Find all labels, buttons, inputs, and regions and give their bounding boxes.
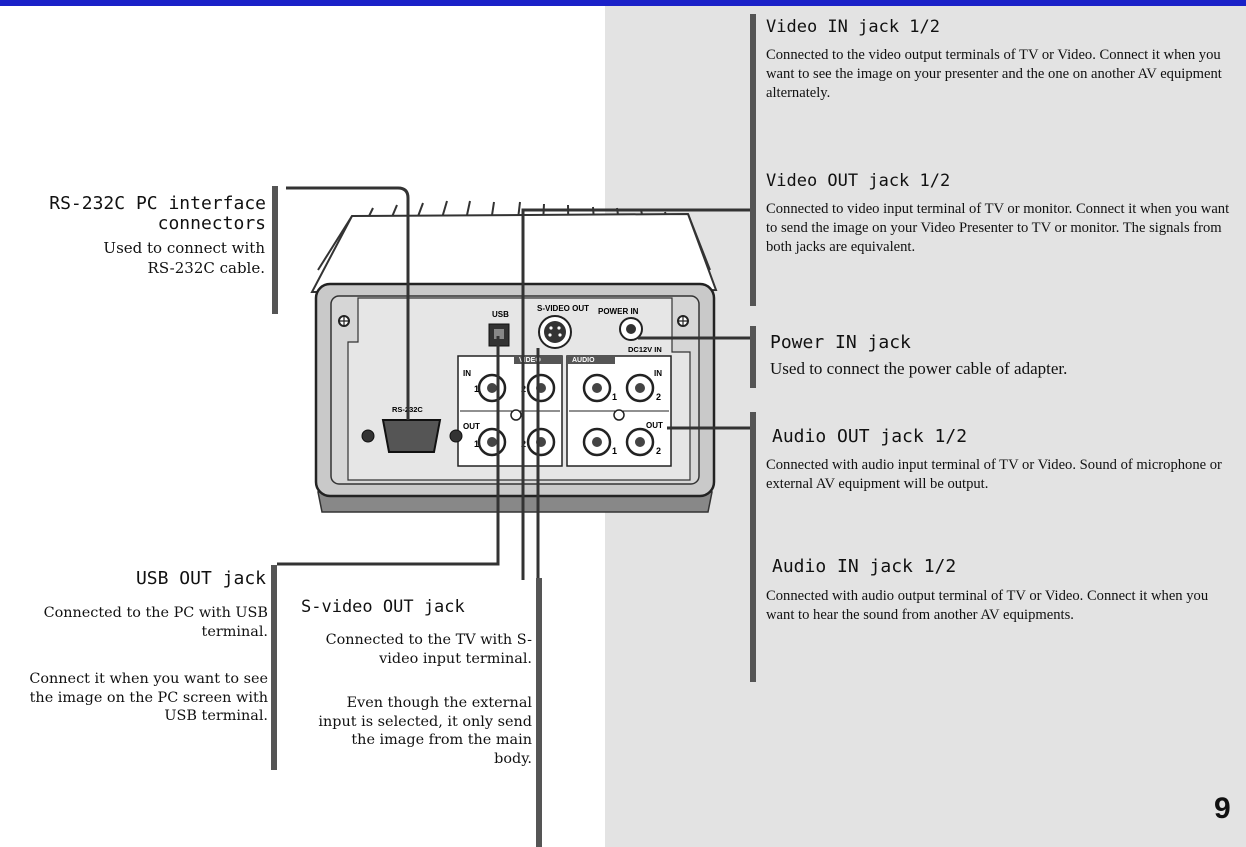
- svideo-description-1: Connected to the TV with S-video input t…: [325, 632, 532, 667]
- svideo-description-2: Even though the external input is select…: [318, 695, 532, 767]
- video-out-description: Connected to video input terminal of TV …: [766, 201, 1230, 255]
- rs232-leader-line: [286, 186, 410, 420]
- svg-text:OUT: OUT: [646, 421, 663, 430]
- audio-in-heading: Audio IN jack 1/2: [772, 556, 957, 577]
- svideo-heading: S-video OUT jack: [301, 597, 465, 617]
- audio-in-description: Connected with audio output terminal of …: [766, 588, 1209, 623]
- rs232-description: Used to connect with RS-232C cable.: [103, 239, 265, 277]
- video-callout-bar: [750, 14, 756, 306]
- power-callout-bar: [750, 326, 756, 388]
- svg-text:2: 2: [656, 446, 661, 456]
- usb-description-1: Connected to the PC with USB terminal.: [43, 605, 268, 640]
- svg-text:VIDEO: VIDEO: [519, 357, 541, 364]
- power-port-label: POWER IN: [598, 307, 639, 316]
- svg-text:1: 1: [612, 392, 617, 402]
- usb-port-label: USB: [492, 310, 509, 319]
- rs232-callout-bar: [272, 186, 278, 314]
- rs232c-port: [381, 419, 442, 453]
- svg-text:1: 1: [474, 439, 479, 449]
- usb-leader-line: [277, 336, 500, 566]
- power-in-heading: Power IN jack: [770, 332, 911, 353]
- page-number: 9: [1214, 792, 1231, 825]
- video-out-heading: Video OUT jack 1/2: [766, 171, 951, 191]
- svg-text:1: 1: [474, 384, 479, 394]
- svg-text:AUDIO: AUDIO: [572, 357, 595, 364]
- svg-text:2: 2: [656, 392, 661, 402]
- top-accent-bar: [0, 0, 1246, 6]
- audio-out-description: Connected with audio input terminal of T…: [766, 457, 1222, 492]
- svg-text:IN: IN: [463, 369, 471, 378]
- rs232-heading: RS-232C PC interface connectors: [49, 193, 266, 234]
- svg-text:OUT: OUT: [463, 422, 480, 431]
- audio-out-heading: Audio OUT jack 1/2: [772, 426, 968, 447]
- svg-text:1: 1: [612, 446, 617, 456]
- video-in-description: Connected to the video output terminals …: [766, 47, 1222, 101]
- usb-heading: USB OUT jack: [135, 568, 266, 589]
- svideo-callout-bar: [536, 578, 542, 847]
- audio-callout-bar: [750, 412, 756, 682]
- usb-callout-bar: [271, 565, 277, 770]
- dc-label: DC12V IN: [628, 345, 662, 354]
- power-in-description: Used to connect the power cable of adapt…: [770, 359, 1068, 378]
- video-leader-line: [521, 208, 750, 580]
- video-in-heading: Video IN jack 1/2: [766, 17, 940, 37]
- usb-description-2: Connect it when you want to see the imag…: [29, 671, 268, 724]
- svideo-port-label: S-VIDEO OUT: [537, 304, 589, 313]
- svg-text:IN: IN: [654, 369, 662, 378]
